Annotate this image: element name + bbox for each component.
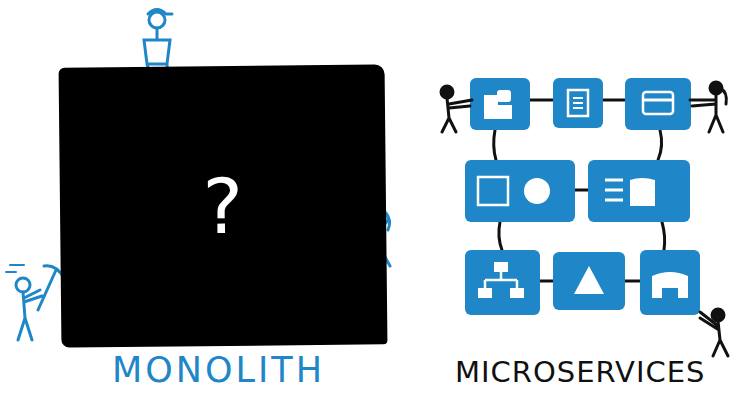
service-box bbox=[553, 252, 625, 310]
person-head bbox=[149, 12, 165, 28]
list-icon bbox=[605, 180, 623, 200]
tree-icon bbox=[478, 288, 492, 298]
person-figure bbox=[18, 290, 42, 340]
service-link bbox=[625, 280, 640, 283]
monolith-title: MONOLITH bbox=[112, 350, 325, 390]
person-figure bbox=[700, 312, 728, 356]
service-link bbox=[575, 189, 588, 192]
service-people bbox=[441, 82, 728, 356]
arch-icon bbox=[652, 272, 688, 298]
microservices-title: MICROSERVICES bbox=[455, 355, 705, 389]
service-box bbox=[465, 250, 540, 315]
square-icon bbox=[478, 177, 508, 205]
motion-lines bbox=[6, 265, 24, 272]
service-link bbox=[530, 99, 553, 102]
person-head bbox=[712, 309, 724, 321]
card-icon bbox=[643, 99, 673, 102]
person-figure bbox=[690, 88, 726, 132]
service-link bbox=[662, 222, 665, 250]
person-head bbox=[441, 86, 453, 98]
card-icon bbox=[643, 92, 673, 114]
service-box bbox=[553, 78, 603, 128]
book-icon bbox=[630, 178, 655, 206]
person-figure bbox=[442, 98, 472, 132]
person-head bbox=[16, 278, 30, 292]
service-icons bbox=[478, 90, 688, 298]
document-icon bbox=[573, 98, 583, 108]
question-mark: ? bbox=[202, 161, 243, 250]
service-box bbox=[470, 78, 530, 130]
tree-icon bbox=[494, 262, 508, 272]
service-box bbox=[465, 160, 575, 222]
blocks-icon bbox=[497, 90, 511, 102]
service-box bbox=[640, 250, 700, 315]
service-link bbox=[499, 222, 502, 250]
triangle-icon bbox=[574, 266, 604, 294]
service-link bbox=[658, 130, 662, 160]
service-link bbox=[540, 280, 553, 283]
service-link bbox=[494, 130, 496, 160]
service-boxes bbox=[465, 78, 700, 315]
tree-icon bbox=[510, 288, 524, 298]
tree-icon bbox=[485, 272, 517, 288]
circle-icon bbox=[524, 178, 550, 204]
monolith-block: ? bbox=[59, 64, 388, 347]
person-cap bbox=[148, 10, 172, 15]
service-box bbox=[625, 78, 691, 130]
document-icon bbox=[568, 90, 588, 116]
service-link bbox=[603, 99, 625, 102]
service-box bbox=[588, 160, 690, 222]
